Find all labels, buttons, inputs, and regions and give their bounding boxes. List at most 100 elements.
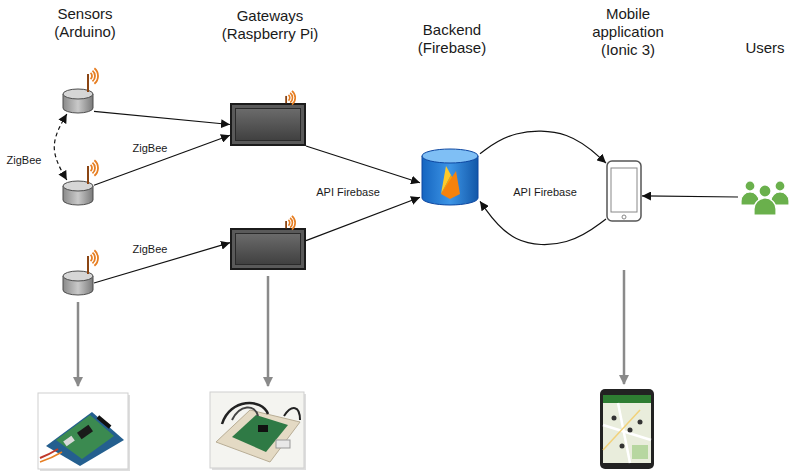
users-icon-part <box>754 198 776 215</box>
raspberry-pi-photo-part <box>210 392 304 468</box>
gateway-node <box>230 228 306 270</box>
app-screenshot-part <box>600 389 654 469</box>
arduino-photo-part <box>40 449 58 458</box>
arduino-photo-part <box>77 425 93 440</box>
gateway-icon <box>232 105 304 144</box>
radio-antenna <box>286 216 295 230</box>
arduino-photo-part <box>40 452 62 462</box>
edge-label-holder: ZigBee <box>131 243 170 256</box>
edge-label-holder: ZigBee <box>5 154 44 167</box>
radio-antenna-part <box>290 218 292 228</box>
radio-antenna-part <box>285 221 287 228</box>
radio-antenna-part <box>92 163 95 174</box>
firebase-icon-part <box>422 149 478 163</box>
sensor-node <box>62 180 94 206</box>
radio-antenna-part <box>288 220 289 226</box>
dashed-connector <box>54 114 67 180</box>
radio-antenna-part <box>87 166 89 184</box>
raspberry-pi-photo-part <box>232 407 258 420</box>
column-heading: Backend (Firebase) <box>397 21 507 57</box>
users-icon: Users <box>738 178 792 216</box>
app-screenshot-part <box>603 395 651 463</box>
radio-antenna <box>88 250 98 274</box>
arduino-photo-part <box>56 415 114 459</box>
arduino-photo <box>38 393 130 471</box>
radio-antenna <box>286 91 295 105</box>
app-screenshot-part <box>620 444 625 449</box>
api-label: API Firebase <box>314 186 382 199</box>
arduino-photo-part <box>38 393 128 469</box>
edge-label-holder: ZigBee <box>131 142 170 155</box>
heading-holder: Mobile application (Ionic 3) <box>580 5 676 59</box>
app-screenshot-part <box>618 403 630 463</box>
protocol-label: ZigBee <box>5 154 44 167</box>
mobile-phone: Mobile application (Ionic 3) <box>606 160 642 222</box>
raspberry-pi-photo-part <box>222 403 268 424</box>
arduino-photo-part <box>63 436 75 447</box>
label-holder: API Firebase <box>314 186 382 199</box>
users-icon-part <box>745 181 755 191</box>
radio-antenna-part <box>290 93 292 103</box>
sensor-icon <box>62 88 94 114</box>
radio-antenna-part <box>92 253 95 264</box>
connector <box>306 146 420 183</box>
connector <box>306 197 420 240</box>
app-screenshot-part <box>603 410 640 450</box>
raspberry-pi-photo <box>210 392 306 470</box>
gateway-node: Gateways (Raspberry Pi) <box>230 103 306 146</box>
phone-icon-part <box>611 168 637 212</box>
raspberry-pi-photo-part <box>216 410 300 462</box>
radio-antenna-part <box>285 96 287 103</box>
heading-holder: Sensors (Arduino) <box>35 5 135 41</box>
firebase-icon <box>420 148 480 206</box>
raspberry-pi-photo-part <box>276 440 290 448</box>
radio-antenna-part <box>94 250 98 265</box>
phone-icon-part <box>607 161 641 221</box>
radio-antenna-part <box>92 71 95 82</box>
down-arrows <box>78 270 624 386</box>
app-screenshot-part <box>612 416 617 421</box>
radio-antenna-part <box>91 255 92 261</box>
connector <box>642 196 738 197</box>
gateway-icon <box>232 230 304 268</box>
raspberry-pi-photo-part <box>284 408 300 420</box>
arduino-photo-part <box>97 415 112 428</box>
app-screenshot <box>600 389 654 469</box>
down-arrows-part <box>267 276 270 386</box>
users-icon <box>738 178 792 216</box>
radio-antenna-part <box>288 95 289 101</box>
column-heading: Sensors (Arduino) <box>35 5 135 41</box>
sensor-icon <box>62 180 94 206</box>
connector <box>94 243 230 283</box>
radio-antenna-part <box>292 91 295 105</box>
sensor-node: Sensors (Arduino) <box>62 88 94 114</box>
radio-antenna-part <box>87 74 89 92</box>
radio-antenna-part <box>91 165 92 171</box>
users-icon-part <box>759 185 771 197</box>
sensor-icon <box>62 270 94 296</box>
radio-antenna-part <box>87 256 89 274</box>
column-heading: Users <box>735 39 795 57</box>
down-arrows-part <box>623 270 626 384</box>
protocol-label: ZigBee <box>131 243 170 256</box>
radio-antenna-part <box>94 68 98 83</box>
down-arrows-part <box>77 302 80 386</box>
app-screenshot-part <box>603 395 651 403</box>
backend-database: Backend (Firebase) <box>420 148 480 206</box>
protocol-label: ZigBee <box>131 142 170 155</box>
column-heading: Gateways (Raspberry Pi) <box>205 7 335 43</box>
connector <box>94 111 230 124</box>
arduino-photo-part <box>46 412 124 466</box>
phone-icon <box>606 160 642 222</box>
label-holder: API Firebase <box>511 186 579 199</box>
radio-antenna <box>88 68 98 92</box>
connector <box>94 135 230 185</box>
api-label: API Firebase <box>511 186 579 199</box>
radio-antenna-part <box>94 160 98 175</box>
heading-holder: Users <box>735 39 795 57</box>
app-screenshot-part <box>632 445 648 459</box>
raspberry-pi-photo-part <box>258 425 268 432</box>
